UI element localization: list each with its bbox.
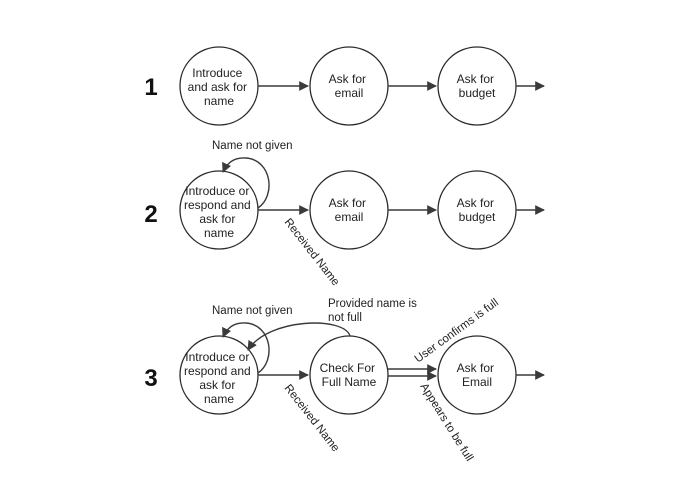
node-3-introduce-label: Introduce or respond and ask for name [184, 350, 254, 406]
edge-3-not-full-back [247, 322, 351, 351]
node-2-ask-email-label: Ask for email [329, 196, 370, 224]
row-number-2: 2 [144, 201, 157, 228]
row-1: 1 Introduce and ask for name Ask for ema… [144, 46, 545, 126]
edge-3-self-loop [222, 322, 270, 374]
node-1-ask-budget-label: Ask for budget [457, 72, 498, 100]
row-number-1: 1 [144, 74, 157, 101]
label-2-name-not-given: Name not given [212, 140, 293, 152]
node-1-introduce-label: Introduce and ask for name [188, 66, 251, 108]
node-2-ask-budget-label: Ask for budget [457, 196, 498, 224]
node-3-check-full-name-label: Check For Full Name [320, 361, 379, 389]
node-3-check-full-name [309, 335, 389, 415]
row-3: 3 Introduce or respond and ask for name … [144, 297, 545, 464]
label-3-name-not-given: Name not given [212, 305, 293, 317]
row-number-3: 3 [144, 365, 157, 392]
row-2: 2 Introduce or respond and ask for name … [144, 140, 545, 288]
label-3-not-full: Provided name is not full [328, 298, 420, 324]
node-3-ask-email-label: Ask for Email [457, 361, 498, 389]
node-1-ask-email-label: Ask for email [329, 72, 370, 100]
edge-2-self-loop [222, 157, 270, 209]
node-2-introduce-label: Introduce or respond and ask for name [184, 184, 254, 240]
